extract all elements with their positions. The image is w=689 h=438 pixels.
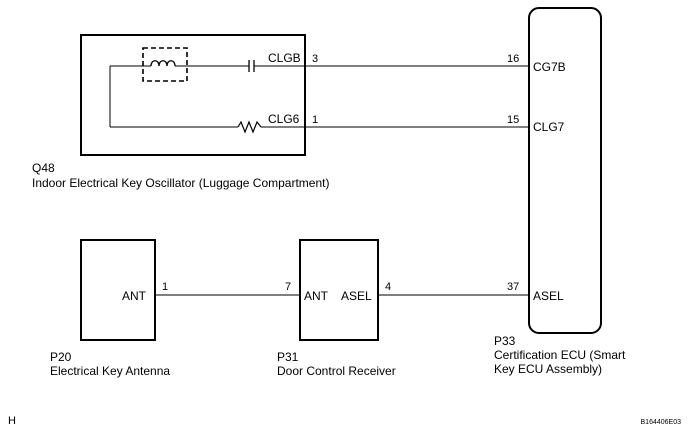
terminal-receiver-asel: ASEL xyxy=(341,289,372,303)
pin-oscillator-3: 3 xyxy=(312,53,318,65)
terminal-cg7b: CG7B xyxy=(533,60,566,74)
ecu-name-line2: Key ECU Assembly) xyxy=(494,362,602,376)
pin-oscillator-1: 1 xyxy=(312,114,318,126)
oscillator-name: Indoor Electrical Key Oscillator (Luggag… xyxy=(32,176,329,190)
receiver-box xyxy=(299,239,379,341)
terminal-clg6: CLG6 xyxy=(268,112,300,126)
antenna-ref: P20 xyxy=(50,350,72,364)
receiver-name: Door Control Receiver xyxy=(277,364,396,378)
antenna-box xyxy=(80,239,156,341)
coil-icon xyxy=(150,60,176,67)
terminal-antenna-ant: ANT xyxy=(122,289,147,303)
pin-ecu-16: 16 xyxy=(507,53,519,65)
figure-code: B164406E03 xyxy=(641,419,682,426)
coil-dashed-box xyxy=(142,47,188,82)
receiver-ref: P31 xyxy=(277,350,299,364)
ecu-name-line1: Certification ECU (Smart xyxy=(494,348,626,362)
footer-mark: H xyxy=(8,415,16,427)
resistor-icon xyxy=(237,120,262,134)
terminal-clgb: CLGB xyxy=(268,51,301,65)
pin-antenna-1: 1 xyxy=(162,281,168,293)
ecu-box xyxy=(528,7,602,334)
terminal-receiver-ant: ANT xyxy=(304,289,329,303)
pin-receiver-4: 4 xyxy=(385,281,391,293)
antenna-name: Electrical Key Antenna xyxy=(50,364,170,378)
terminal-ecu-asel: ASEL xyxy=(533,289,564,303)
ecu-ref: P33 xyxy=(494,334,516,348)
oscillator-ref: Q48 xyxy=(32,161,55,175)
pin-receiver-7: 7 xyxy=(285,281,291,293)
oscillator-box xyxy=(80,34,306,156)
pin-ecu-15: 15 xyxy=(507,114,519,126)
pin-ecu-37: 37 xyxy=(507,281,519,293)
terminal-clg7: CLG7 xyxy=(533,120,565,134)
